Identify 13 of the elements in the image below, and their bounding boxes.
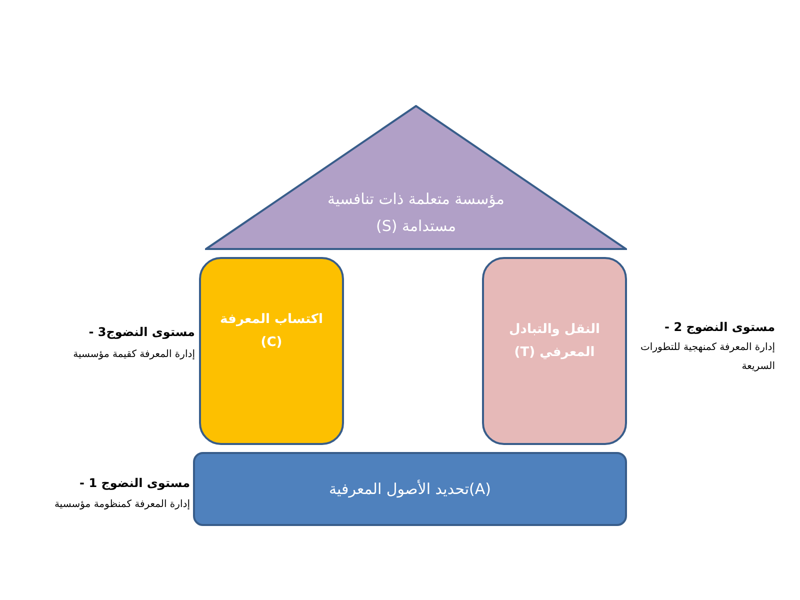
node-label: مؤسسة متعلمة ذات تنافسية مستدامة (S) bbox=[326, 188, 506, 236]
level-description: إدارة المعرفة كمنظومة مؤسسية bbox=[53, 498, 190, 512]
maturity-level-heading: مستوى النضوج 1 - bbox=[78, 475, 190, 492]
node-label: (A)تحديد الأصول المعرفية bbox=[328, 478, 492, 500]
pillar-box bbox=[199, 257, 344, 445]
maturity-level-heading: مستوى النضوج3 - bbox=[88, 324, 195, 341]
level-description: إدارة المعرفة كمنهجية للتطورات السريعة bbox=[640, 341, 775, 374]
pillar-box bbox=[482, 257, 627, 445]
level-description: إدارة المعرفة كقيمة مؤسسية bbox=[72, 348, 195, 362]
node-label: النقل والتبادل المعرفي (T) bbox=[508, 320, 601, 362]
node-label: اكتساب المعرفة (C) bbox=[219, 310, 324, 352]
maturity-level-heading: مستوى النضوج 2 - bbox=[664, 319, 775, 336]
foundation-box bbox=[193, 452, 627, 526]
